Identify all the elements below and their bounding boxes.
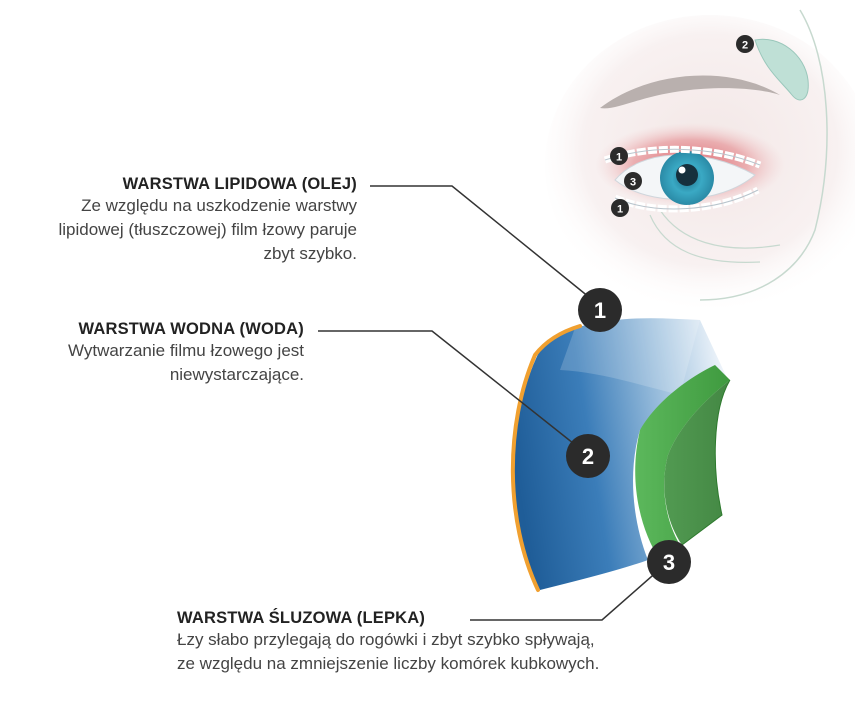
eye-illustration: 2 1 3 1 (545, 9, 855, 315)
mucin-layer-heading: WARSTWA ŚLUZOWA (LEPKA) (177, 609, 426, 627)
marker-2: 2 (566, 434, 610, 478)
marker-1-label: 1 (594, 298, 606, 323)
eye-marker-upper: 1 (610, 147, 628, 165)
aqueous-layer-description: Wytwarzanie filmu łzowego jest niewystar… (67, 341, 304, 384)
leader-line-lipid (370, 185, 601, 307)
eye-marker-label: 1 (617, 204, 623, 216)
eyebrow (600, 75, 780, 109)
lipid-layer-label: WARSTWA LIPIDOWA (OLEJ) Ze względu na us… (17, 175, 357, 266)
eye-marker-label: 1 (616, 152, 622, 164)
lipid-layer-heading: WARSTWA LIPIDOWA (OLEJ) (122, 175, 357, 193)
leader-line-mucin (470, 561, 669, 621)
aqueous-layer (513, 318, 728, 590)
marker-2-label: 2 (582, 444, 594, 469)
eye-marker-cornea: 3 (624, 172, 642, 190)
mucin-layer-description: Łzy słabo przylegają do rogówki i zbyt s… (177, 630, 600, 673)
mucin-layer-label: WARSTWA ŚLUZOWA (LEPKA) Łzy słabo przyle… (177, 609, 637, 676)
tear-film-cross-section (510, 318, 731, 592)
aqueous-layer-heading: WARSTWA WODNA (WODA) (78, 320, 304, 338)
face-contour (699, 9, 828, 301)
aqueous-highlight (560, 318, 700, 395)
leader-lines (318, 185, 669, 621)
tear-duct-line (649, 214, 761, 263)
lipid-layer (510, 324, 582, 592)
eye-marker-lower: 1 (611, 199, 629, 217)
marker-3: 3 (647, 540, 691, 584)
lower-gland-outline (614, 189, 759, 210)
tear-duct-line (659, 209, 781, 249)
mucin-layer-face (635, 365, 730, 560)
lacrimal-gland (754, 38, 809, 101)
aqueous-layer-label: WARSTWA WODNA (WODA) Wytwarzanie filmu ł… (4, 320, 304, 387)
lipid-layer-description: Ze względu na uszkodzenie warstwy lipido… (58, 196, 357, 263)
pupil (676, 164, 698, 186)
eye-marker-gland: 2 (736, 35, 754, 53)
mucin-layer-outline (681, 379, 731, 546)
leader-line-aqueous (318, 330, 589, 456)
marker-3-label: 3 (663, 550, 675, 575)
marker-1: 1 (578, 288, 622, 332)
pupil-highlight (678, 166, 686, 174)
eye-marker-label: 2 (742, 40, 748, 52)
eye-marker-label: 3 (630, 177, 636, 189)
mucin-layer-edge (664, 365, 730, 545)
